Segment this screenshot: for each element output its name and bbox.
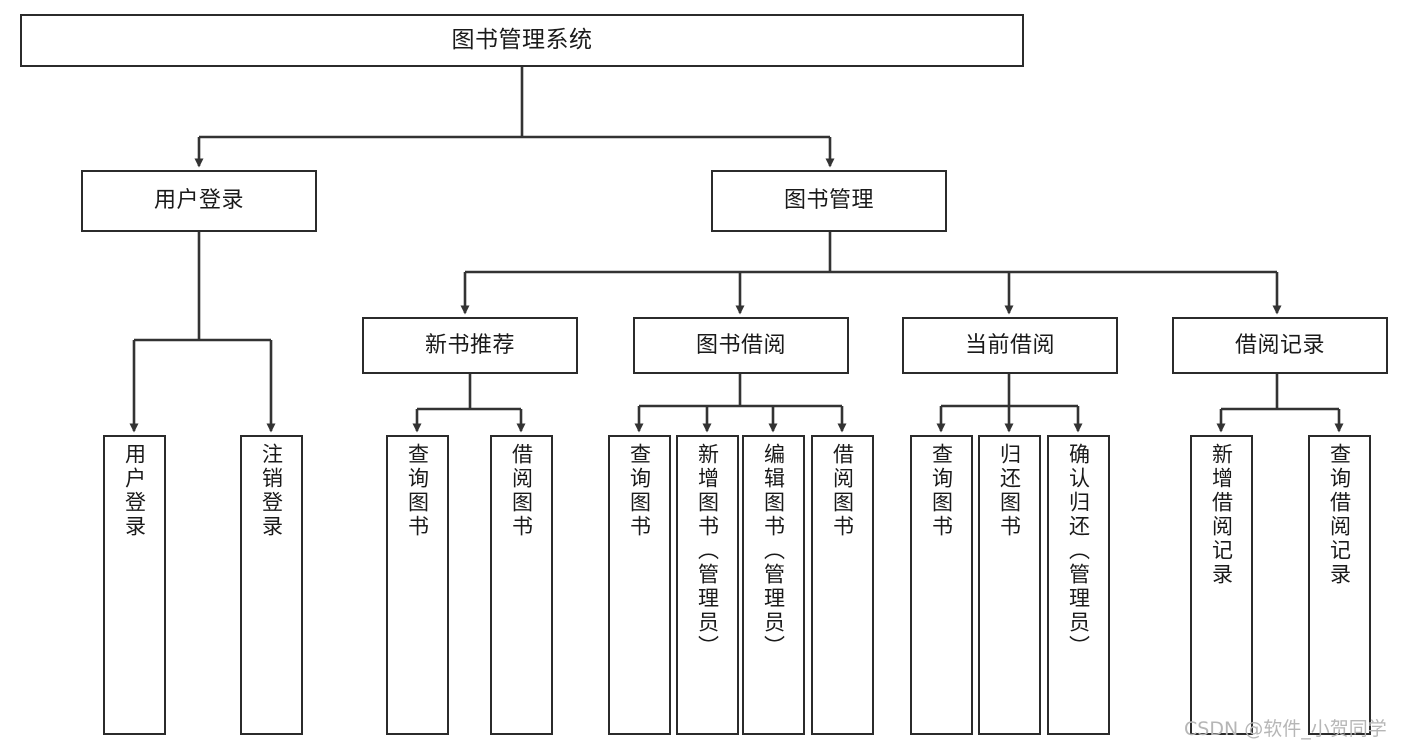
node-current-borrow[interactable]: 当前借阅 xyxy=(902,317,1118,374)
node-label: 查询图书 xyxy=(627,443,652,539)
node-label: 新增图书（管理员） xyxy=(695,443,720,659)
node-leaf-add-record[interactable]: 新增借阅记录 xyxy=(1190,435,1253,735)
node-book-borrow[interactable]: 图书借阅 xyxy=(633,317,849,374)
node-leaf-user-login[interactable]: 用户登录 xyxy=(103,435,166,735)
node-new-book-recommend[interactable]: 新书推荐 xyxy=(362,317,578,374)
node-label: 归还图书 xyxy=(997,443,1022,539)
node-leaf-return-book[interactable]: 归还图书 xyxy=(978,435,1041,735)
node-label: 编辑图书（管理员） xyxy=(761,443,786,659)
node-label: 查询图书 xyxy=(405,443,430,539)
node-book-management[interactable]: 图书管理 xyxy=(711,170,947,232)
node-leaf-query-book-3[interactable]: 查询图书 xyxy=(910,435,973,735)
node-leaf-query-record[interactable]: 查询借阅记录 xyxy=(1308,435,1371,735)
node-leaf-borrow-book-2[interactable]: 借阅图书 xyxy=(811,435,874,735)
node-label: 用户登录 xyxy=(153,188,244,214)
node-label: 当前借阅 xyxy=(964,332,1055,358)
node-leaf-confirm-return[interactable]: 确认归还（管理员） xyxy=(1047,435,1110,735)
node-leaf-borrow-book-1[interactable]: 借阅图书 xyxy=(490,435,553,735)
node-borrow-record[interactable]: 借阅记录 xyxy=(1172,317,1388,374)
node-label: 确认归还（管理员） xyxy=(1066,443,1091,659)
node-label: 借阅图书 xyxy=(830,443,855,539)
node-label: 查询借阅记录 xyxy=(1327,443,1352,587)
node-label: 图书管理 xyxy=(783,188,874,214)
node-label: 图书管理系统 xyxy=(451,26,593,53)
node-user-login[interactable]: 用户登录 xyxy=(81,170,317,232)
csdn-watermark: CSDN @软件_小贺同学 xyxy=(1184,718,1387,740)
node-leaf-add-book[interactable]: 新增图书（管理员） xyxy=(676,435,739,735)
node-leaf-logout-login[interactable]: 注销登录 xyxy=(240,435,303,735)
node-label: 查询图书 xyxy=(929,443,954,539)
node-leaf-edit-book[interactable]: 编辑图书（管理员） xyxy=(742,435,805,735)
node-label: 注销登录 xyxy=(259,443,284,539)
node-label: 新书推荐 xyxy=(424,332,515,358)
node-root-book-management-system[interactable]: 图书管理系统 xyxy=(20,14,1024,67)
node-label: 借阅记录 xyxy=(1234,332,1325,358)
node-leaf-query-book-2[interactable]: 查询图书 xyxy=(608,435,671,735)
node-label: 新增借阅记录 xyxy=(1209,443,1234,587)
node-label: 借阅图书 xyxy=(509,443,534,539)
node-leaf-query-book-1[interactable]: 查询图书 xyxy=(386,435,449,735)
node-label: 用户登录 xyxy=(122,443,147,539)
node-label: 图书借阅 xyxy=(695,332,786,358)
